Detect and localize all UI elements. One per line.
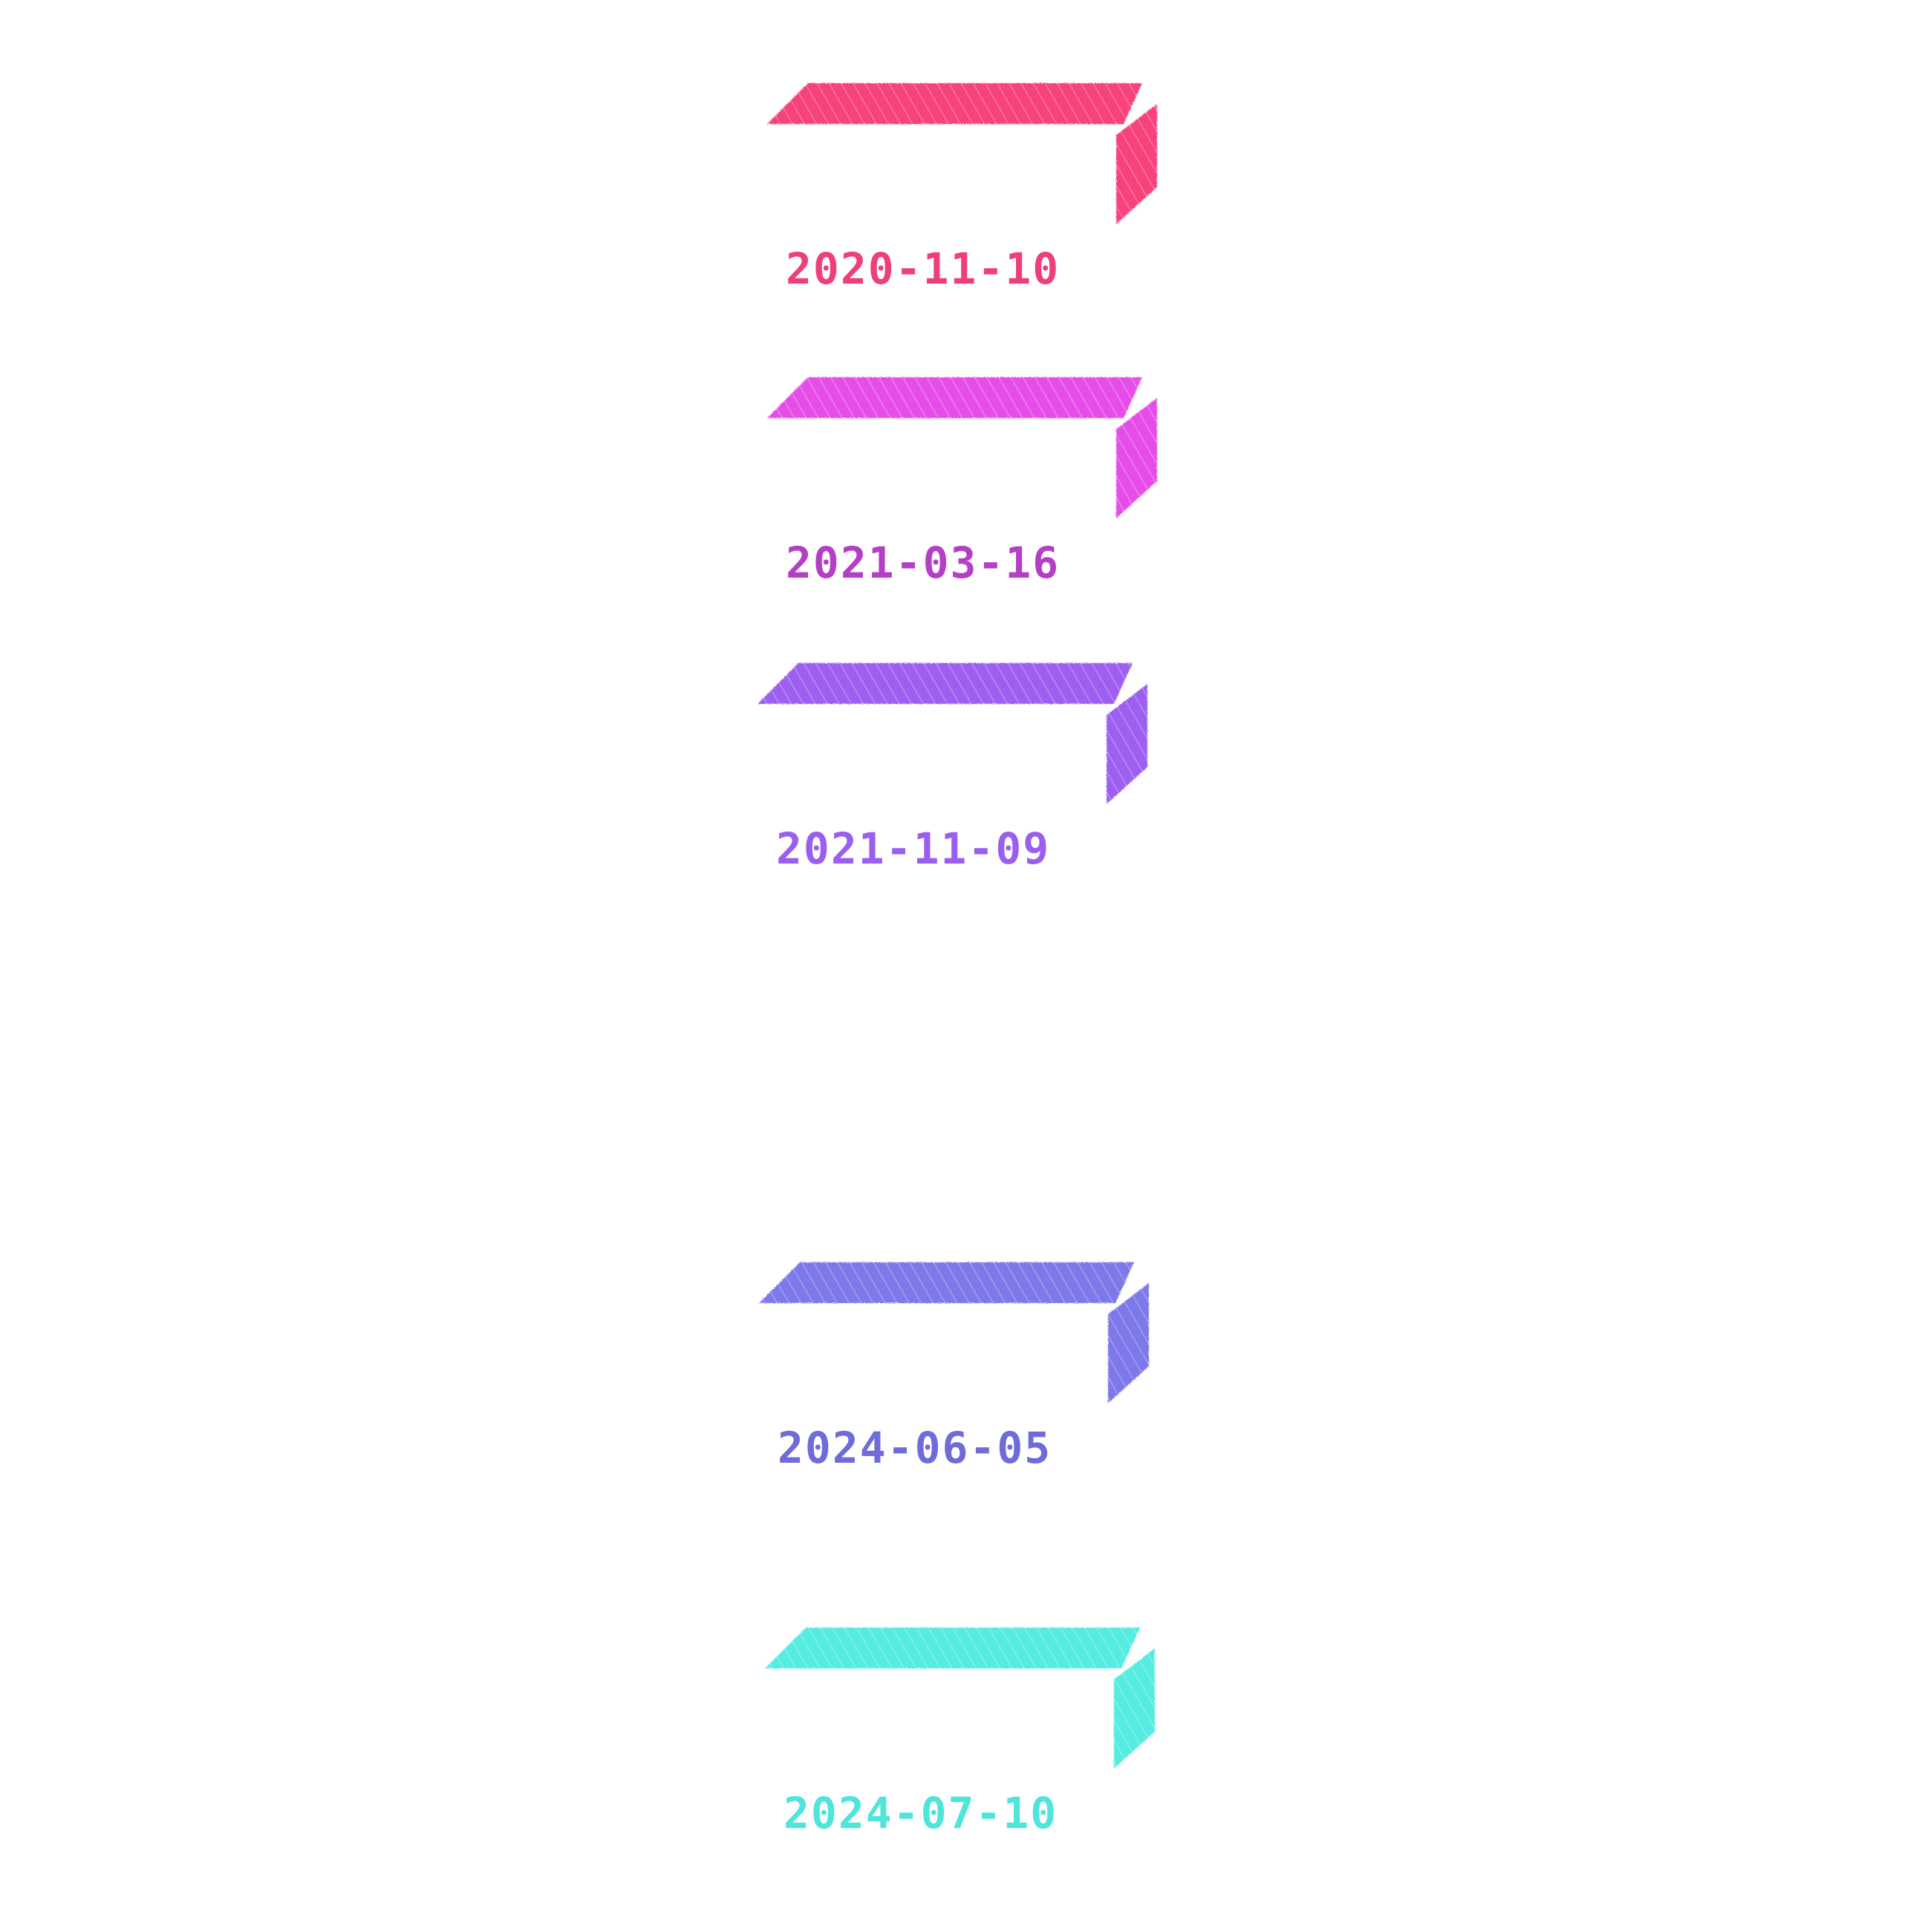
milestone-tick-texture: [1116, 398, 1157, 518]
milestone-date: 2021-11-09: [776, 823, 1050, 874]
milestone: 2021-11-09: [758, 663, 1147, 874]
milestone: 2024-06-05: [759, 1262, 1149, 1473]
milestone: 2020-11-10: [767, 83, 1157, 294]
milestone-date: 2024-06-05: [778, 1423, 1052, 1473]
milestone-bar-texture: [767, 377, 1142, 418]
milestone-date: 2021-03-16: [786, 538, 1060, 588]
milestone-tick-texture: [1114, 1648, 1155, 1769]
milestone-bar-texture: [758, 663, 1133, 704]
milestone: 2021-03-16: [767, 377, 1157, 588]
milestone-bar-texture: [767, 83, 1142, 124]
milestone-bar-texture: [765, 1628, 1140, 1668]
milestone-date: 2020-11-10: [786, 244, 1060, 294]
milestone-tick-texture: [1108, 1283, 1149, 1403]
milestone-tick-texture: [1107, 684, 1147, 804]
milestone-tick-texture: [1116, 104, 1157, 224]
milestone-bar-texture: [759, 1262, 1134, 1303]
milestone: 2024-07-10: [765, 1628, 1155, 1838]
milestone-date: 2024-07-10: [783, 1788, 1058, 1838]
